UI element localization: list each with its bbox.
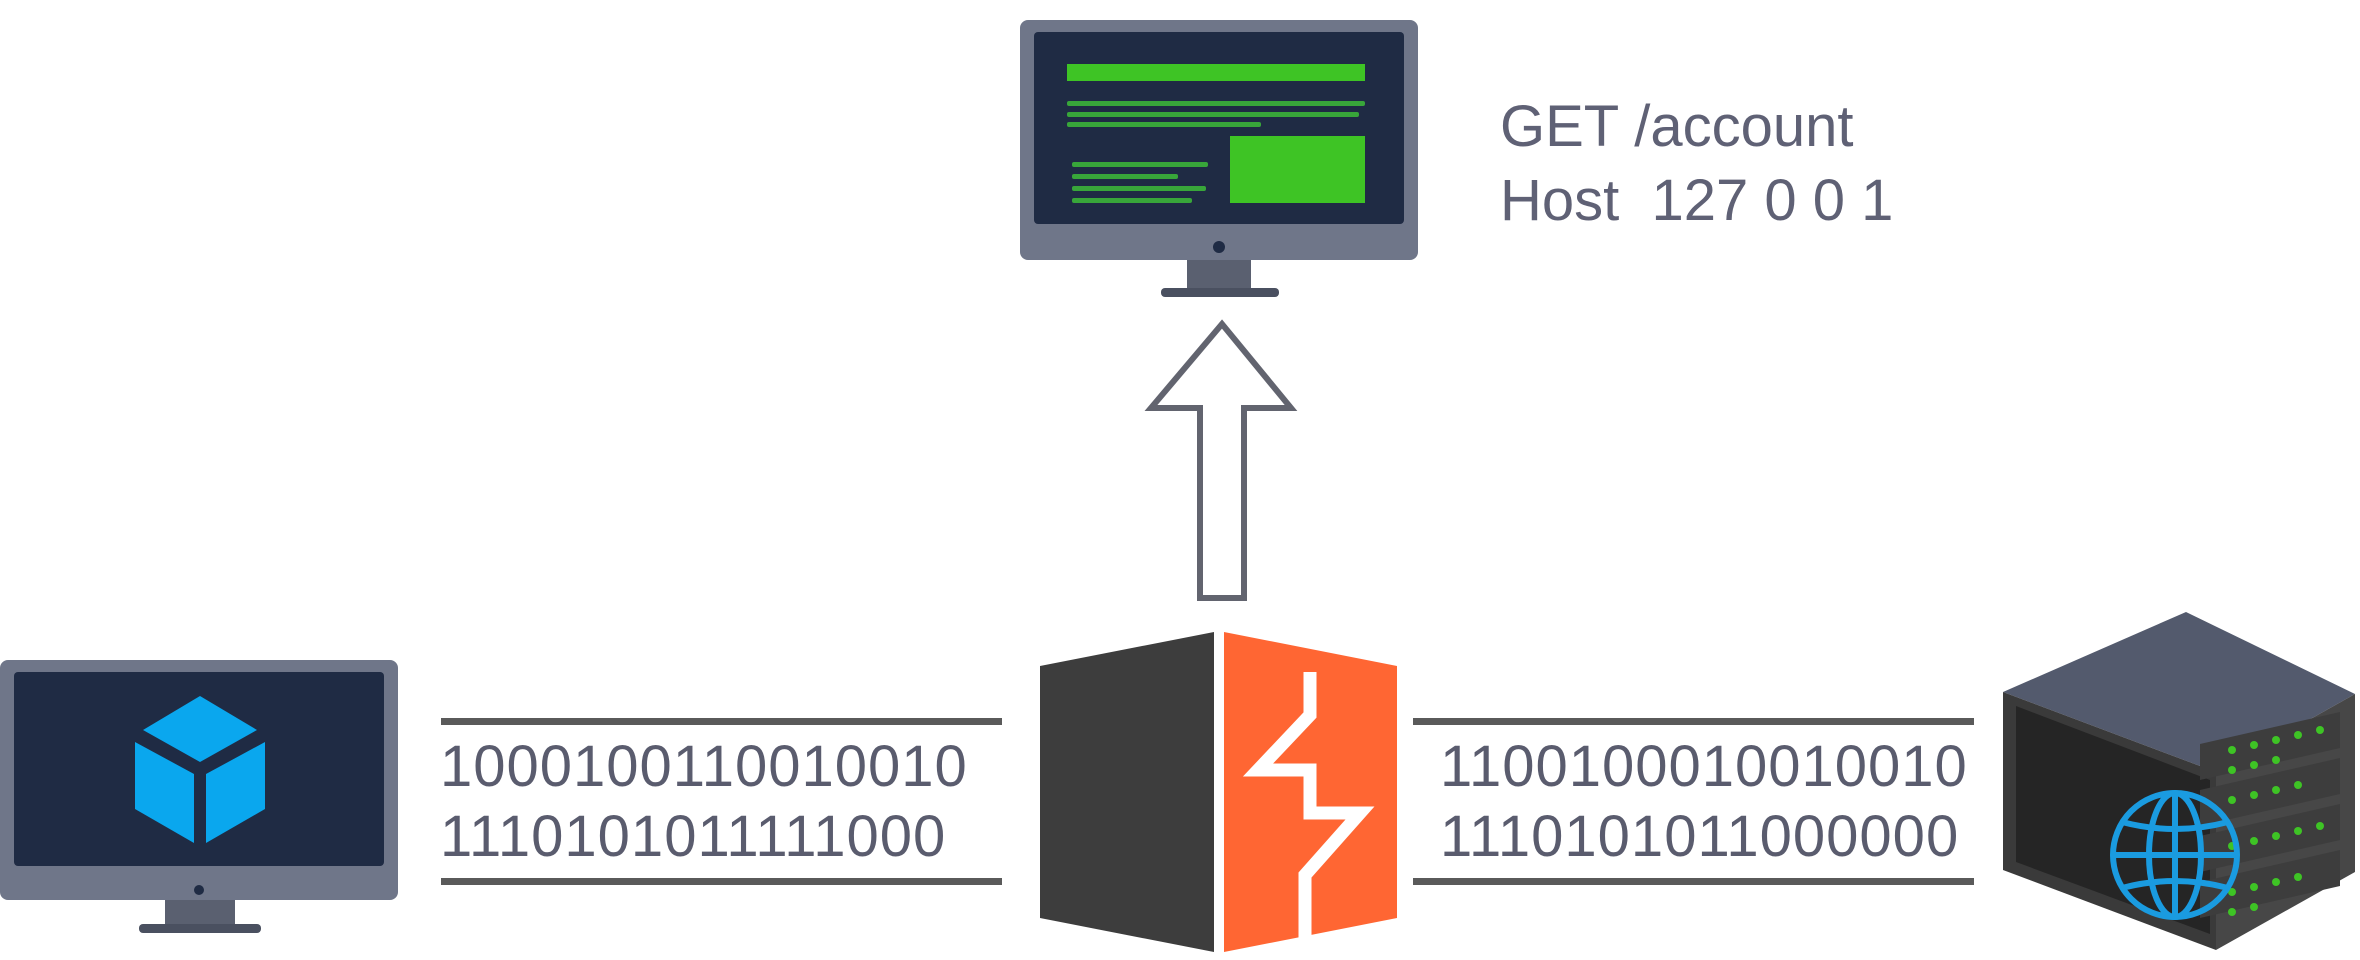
right-bits-row-1: 1100100010010010 bbox=[1440, 734, 1968, 799]
left-bits-row-2: 1110101011111000 bbox=[440, 804, 947, 869]
request-line-method: GET /account bbox=[1500, 94, 1854, 159]
proxy-box bbox=[1040, 632, 1397, 952]
client-monitor bbox=[0, 660, 398, 933]
server bbox=[2003, 612, 2355, 950]
globe-icon bbox=[2110, 790, 2240, 920]
right-bits-row-2: 1110101011000000 bbox=[1440, 804, 1960, 869]
left-stream-lines bbox=[441, 718, 1002, 885]
right-stream-lines bbox=[1413, 718, 1974, 885]
web-page-icon bbox=[1067, 64, 1365, 203]
request-line-host: Host 127 0 0 1 bbox=[1500, 168, 1894, 233]
left-bits-row-1: 1000100110010010 bbox=[440, 734, 968, 799]
up-arrow bbox=[1144, 319, 1298, 601]
viewer-monitor bbox=[1020, 20, 1418, 297]
lightning-bolt-icon bbox=[1242, 672, 1375, 940]
cube-icon bbox=[135, 696, 265, 843]
